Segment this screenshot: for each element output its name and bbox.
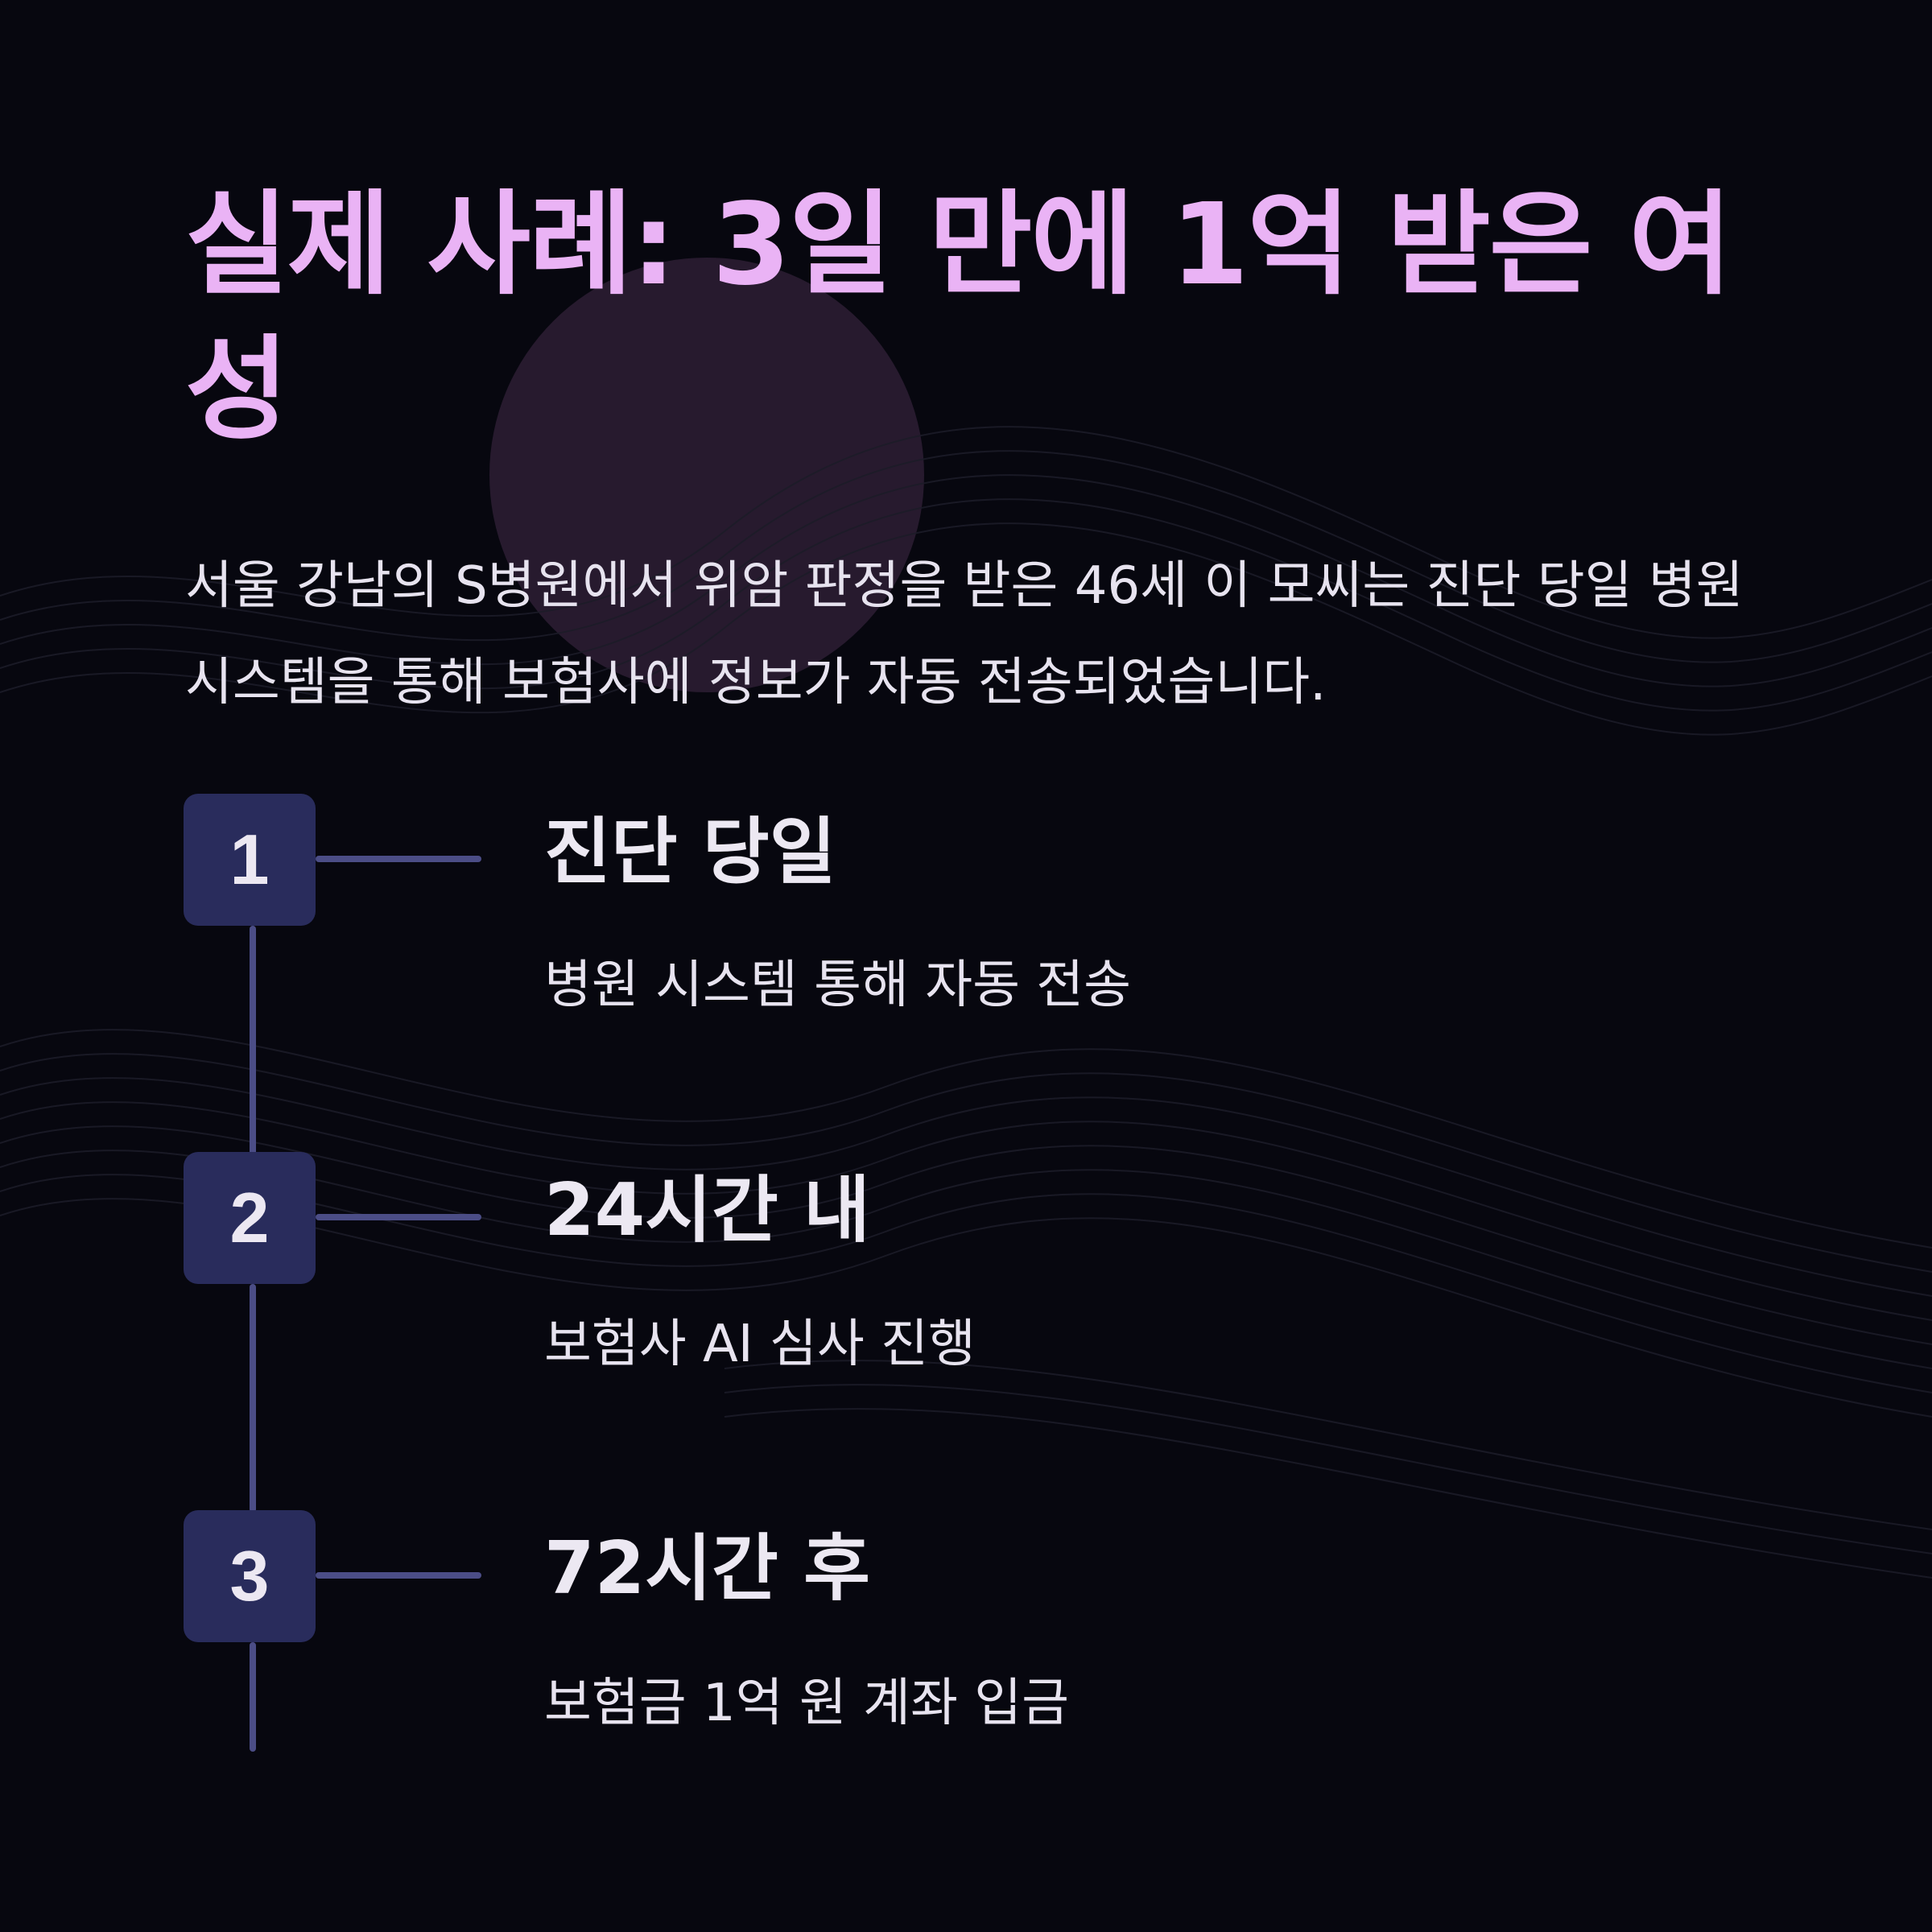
step-number-badge: 3 xyxy=(184,1510,316,1642)
case-description: 서울 강남의 S병원에서 위암 판정을 받은 46세 이 모씨는 진단 당일 병… xyxy=(185,556,1744,712)
timeline-connector-vertical xyxy=(250,926,256,1164)
timeline-connector-horizontal xyxy=(316,856,481,862)
step-description: 보험사 AI 심사 진행 xyxy=(544,1315,976,1374)
step-description: 병원 시스템 통해 자동 전송 xyxy=(544,956,1132,1015)
timeline-connector-horizontal xyxy=(316,1572,481,1579)
timeline-connector-horizontal xyxy=(316,1214,481,1220)
wave-pattern xyxy=(0,426,1932,1579)
timeline-connector-vertical xyxy=(250,1642,256,1752)
step-number-badge: 2 xyxy=(184,1152,316,1284)
step-number-badge: 1 xyxy=(184,794,316,926)
timeline-connector-vertical xyxy=(250,1284,256,1513)
step-title: 24시간 내 xyxy=(544,1168,870,1253)
decorative-circle xyxy=(489,258,924,692)
step-description: 보험금 1억 원 계좌 입금 xyxy=(544,1674,1070,1733)
step-title: 72시간 후 xyxy=(544,1526,870,1611)
page-title: 실제 사례: 3일 만에 1억 받은 여성 xyxy=(185,180,1732,456)
step-title: 진단 당일 xyxy=(544,810,836,894)
